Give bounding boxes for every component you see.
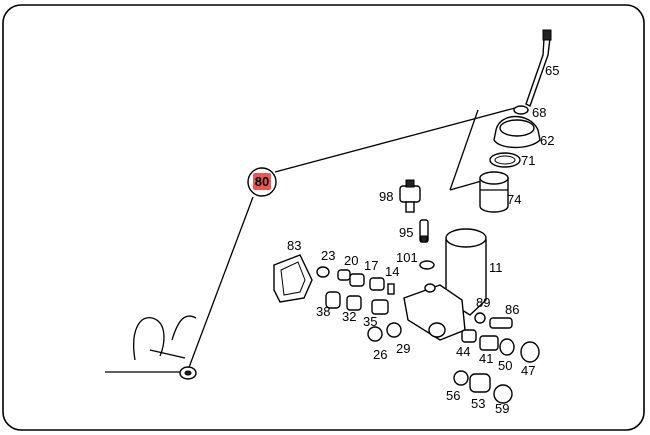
part-14-valve [369, 277, 385, 291]
part-label-17[interactable]: 17 [364, 258, 378, 273]
part-65-handle [542, 29, 552, 41]
part-26-ring [367, 326, 383, 342]
part-label-62[interactable]: 62 [540, 133, 554, 148]
part-101-washer [419, 260, 435, 270]
part-label-44[interactable]: 44 [456, 344, 470, 359]
part-11-port [428, 322, 446, 338]
part-74-filter [479, 177, 509, 213]
bracket-lines [449, 109, 486, 191]
part-41-valve [479, 335, 499, 351]
part-label-35[interactable]: 35 [363, 314, 377, 329]
part-label-98[interactable]: 98 [379, 189, 393, 204]
part-95-tip [420, 235, 428, 243]
part-label-101[interactable]: 101 [396, 250, 418, 265]
part-74-filter-top [479, 171, 509, 185]
part-98-sensor [399, 185, 421, 203]
part-29-ring [386, 322, 402, 338]
part-17-piston [349, 273, 365, 287]
part-label-56[interactable]: 56 [446, 388, 460, 403]
part-98-stem [405, 201, 415, 213]
part-56-ring [453, 370, 469, 386]
part-86-bolt [489, 317, 513, 329]
part-47-plug [520, 341, 540, 363]
part-label-38[interactable]: 38 [316, 304, 330, 319]
part-14-pin [387, 283, 395, 295]
part-50-ring [499, 338, 515, 356]
part-59-ring [493, 384, 513, 404]
part-label-89[interactable]: 89 [476, 295, 490, 310]
part-label-65[interactable]: 65 [545, 63, 559, 78]
part-label-11[interactable]: 11 [489, 260, 503, 275]
part-label-32[interactable]: 32 [342, 309, 356, 324]
callout-80-label[interactable]: 80 [255, 174, 269, 189]
part-label-41[interactable]: 41 [479, 351, 493, 366]
part-89-ring [474, 312, 486, 324]
callout-80-highlight [253, 173, 271, 190]
part-71-oring-inner [494, 155, 516, 165]
part-label-86[interactable]: 86 [505, 302, 519, 317]
part-label-74[interactable]: 74 [507, 192, 521, 207]
part-label-29[interactable]: 29 [396, 341, 410, 356]
part-label-14[interactable]: 14 [385, 264, 399, 279]
seal-ring-lower-hole [184, 370, 192, 376]
part-label-47[interactable]: 47 [521, 363, 535, 378]
part-83-gasket-inner [280, 261, 306, 296]
part-20-spring [337, 269, 351, 281]
part-label-20[interactable]: 20 [344, 253, 358, 268]
part-53-plug [469, 373, 491, 393]
part-label-59[interactable]: 59 [495, 401, 509, 416]
part-68-nut [513, 105, 529, 115]
part-label-68[interactable]: 68 [532, 105, 546, 120]
part-38-plug [325, 291, 341, 309]
part-label-26[interactable]: 26 [373, 347, 387, 362]
part-11-boss [424, 283, 436, 293]
part-label-23[interactable]: 23 [321, 248, 335, 263]
part-label-53[interactable]: 53 [471, 396, 485, 411]
diagram-frame [2, 4, 645, 431]
engine-block-outline [105, 315, 197, 373]
part-11-housing-top [445, 228, 487, 248]
part-44-plug [461, 329, 477, 343]
part-label-71[interactable]: 71 [521, 153, 535, 168]
part-label-95[interactable]: 95 [399, 225, 413, 240]
part-23-clip [316, 266, 330, 278]
leader-line-lower [187, 196, 254, 371]
part-62-cap-top [499, 119, 535, 137]
part-35-valve [371, 299, 389, 315]
part-32-spring [346, 295, 362, 311]
part-label-83[interactable]: 83 [287, 238, 301, 253]
part-label-50[interactable]: 50 [498, 358, 512, 373]
part-98-top [405, 179, 415, 188]
